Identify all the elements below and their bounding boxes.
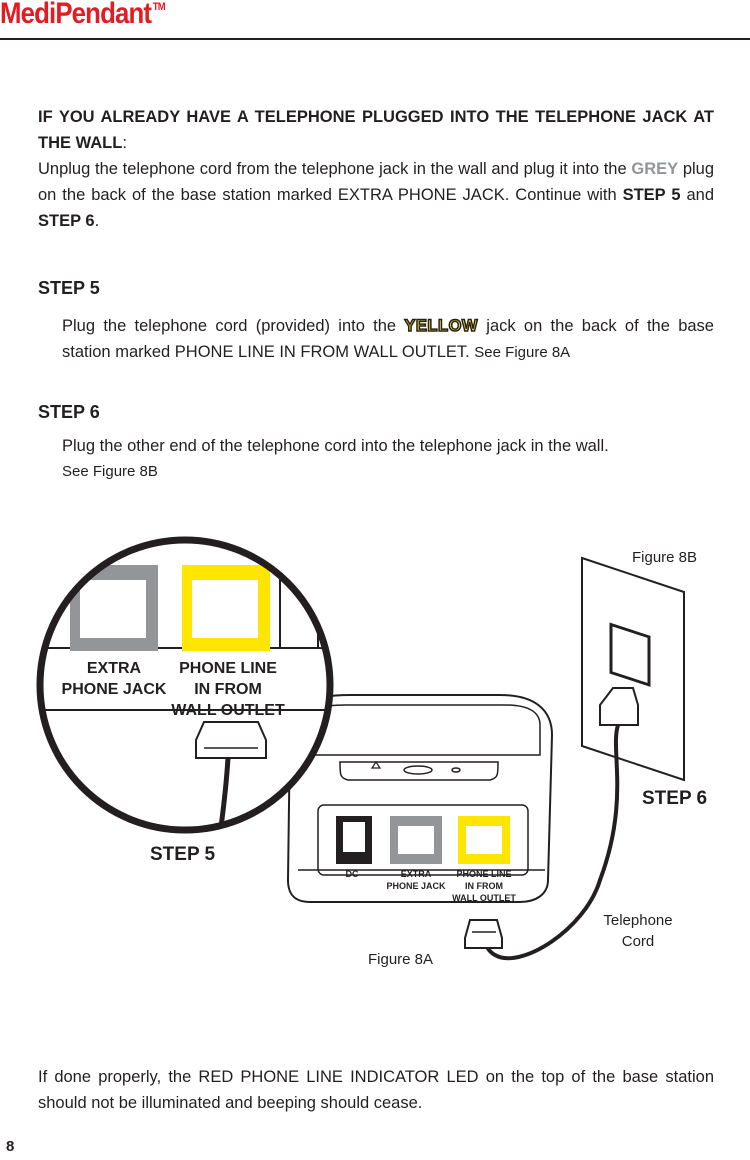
base-phone-label-2: IN FROM bbox=[465, 881, 503, 891]
step6-fig-ref: See Figure 8B bbox=[62, 463, 158, 480]
wall-plug bbox=[599, 687, 639, 726]
yellow-word: YELLOW bbox=[404, 316, 479, 336]
intro-period: . bbox=[94, 212, 100, 230]
cord-label-1: Telephone bbox=[603, 912, 672, 929]
zoom-phone-label-3: WALL OUTLET bbox=[171, 702, 285, 719]
wall-jack bbox=[609, 622, 651, 687]
zoom-extra-label-1: EXTRA bbox=[87, 660, 142, 677]
zoom-callout: EXTRA PHONE JACK PHONE LINE IN FROM WALL… bbox=[36, 536, 334, 834]
step5-heading: STEP 5 bbox=[38, 278, 100, 298]
intro-body: Unplug the telephone cord from the telep… bbox=[38, 156, 714, 234]
base-dc-label: DC bbox=[346, 869, 359, 879]
step6-text: Plug the other end of the telephone cord… bbox=[62, 437, 609, 455]
figure-step5-label: STEP 5 bbox=[150, 844, 216, 865]
figure-step6-label: STEP 6 bbox=[642, 788, 707, 809]
figure-8b-caption: Figure 8B bbox=[632, 549, 697, 566]
figure-8a-caption: Figure 8A bbox=[368, 951, 433, 968]
zoom-phone-label-1: PHONE LINE bbox=[179, 660, 277, 677]
intro-text-b: plug on the back of the base station mar… bbox=[38, 160, 715, 204]
step5-text-a: Plug the telephone cord (provided) into … bbox=[62, 317, 405, 335]
grey-word: GREY bbox=[631, 160, 679, 178]
intro-section: IF YOU ALREADY HAVE A TELEPHONE PLUGGED … bbox=[38, 104, 714, 234]
step6-body: Plug the other end of the telephone cord… bbox=[62, 433, 714, 485]
trademark-mark: TM bbox=[152, 1, 166, 13]
zoom-phone-label-2: IN FROM bbox=[194, 681, 262, 698]
page-number: 8 bbox=[6, 1138, 15, 1155]
step5-text-b: jack on the back of the base station mar… bbox=[62, 317, 714, 361]
base-station: DC EXTRA PHONE JACK PHONE LINE IN FROM W… bbox=[286, 694, 554, 903]
intro-step5-ref: STEP 5 bbox=[622, 186, 681, 204]
wall-plate bbox=[581, 556, 685, 782]
step5-body: Plug the telephone cord (provided) into … bbox=[62, 313, 714, 366]
intro-text-a: Unplug the telephone cord from the telep… bbox=[38, 160, 632, 178]
step5-fig-ref: See Figure 8A bbox=[474, 344, 571, 361]
base-extra-label-2: PHONE JACK bbox=[386, 881, 446, 891]
base-phone-label-3: WALL OUTLET bbox=[452, 893, 516, 903]
base-plug bbox=[464, 919, 503, 949]
intro-lead: IF YOU ALREADY HAVE A TELEPHONE PLUGGED … bbox=[38, 104, 714, 156]
intro-and: and bbox=[680, 186, 714, 204]
connection-figure: DC EXTRA PHONE JACK PHONE LINE IN FROM W… bbox=[36, 536, 707, 968]
brand-name: MediPendant bbox=[0, 0, 152, 30]
closing-note: If done properly, the RED PHONE LINE IND… bbox=[38, 1068, 714, 1112]
intro-lead-text: IF YOU ALREADY HAVE A TELEPHONE PLUGGED … bbox=[38, 108, 714, 152]
base-extra-label-1: EXTRA bbox=[401, 869, 432, 879]
intro-step6-ref: STEP 6 bbox=[38, 212, 95, 230]
step6-heading: STEP 6 bbox=[38, 402, 100, 422]
intro-lead-colon: : bbox=[122, 134, 127, 152]
base-phone-label-1: PHONE LINE bbox=[456, 869, 511, 879]
header-rule bbox=[0, 38, 750, 40]
zoom-extra-label-2: PHONE JACK bbox=[62, 681, 167, 698]
cord-label-2: Cord bbox=[622, 933, 655, 950]
